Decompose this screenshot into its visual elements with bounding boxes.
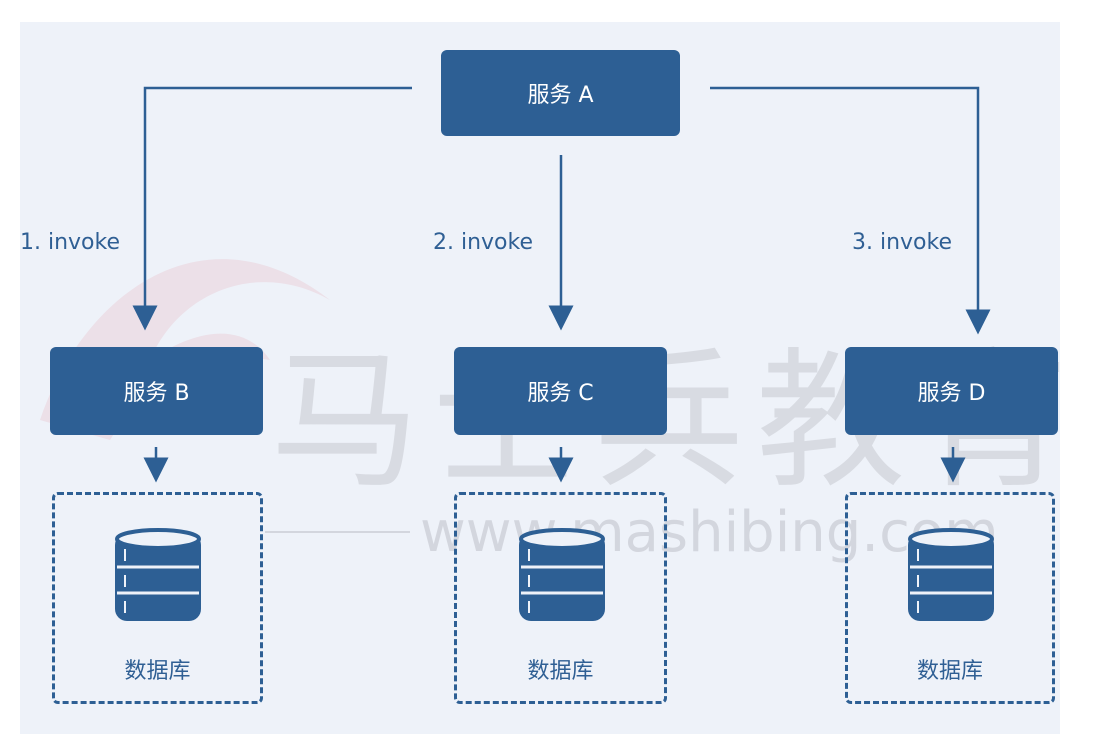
database-icon (519, 528, 605, 621)
arrow-a-to-d (710, 86, 991, 335)
database-b-box: 数据库 (52, 492, 263, 704)
service-d-label: 服务 D (917, 381, 986, 406)
invoke-label-2: 2. invoke (433, 230, 534, 255)
arrow-a-to-b (132, 86, 412, 331)
service-b-box: 服务 B (50, 347, 263, 435)
service-c-label: 服务 C (527, 381, 594, 406)
database-d-label: 数据库 (916, 659, 983, 684)
database-icon (115, 528, 201, 621)
database-c-label: 数据库 (527, 659, 594, 684)
database-b-label: 数据库 (124, 659, 191, 684)
database-d-box: 数据库 (845, 492, 1055, 704)
invoke-label-3: 3. invoke (852, 230, 953, 255)
database-c-box: 数据库 (454, 492, 667, 704)
service-c-box: 服务 C (454, 347, 667, 435)
invoke-label-1: 1. invoke (20, 230, 121, 255)
service-a-label: 服务 A (527, 83, 594, 108)
watermark-url: www.mashibing.com (420, 500, 999, 565)
service-a-box: 服务 A (441, 50, 680, 136)
service-d-box: 服务 D (845, 347, 1058, 435)
service-b-label: 服务 B (123, 381, 190, 406)
database-icon (908, 528, 994, 621)
